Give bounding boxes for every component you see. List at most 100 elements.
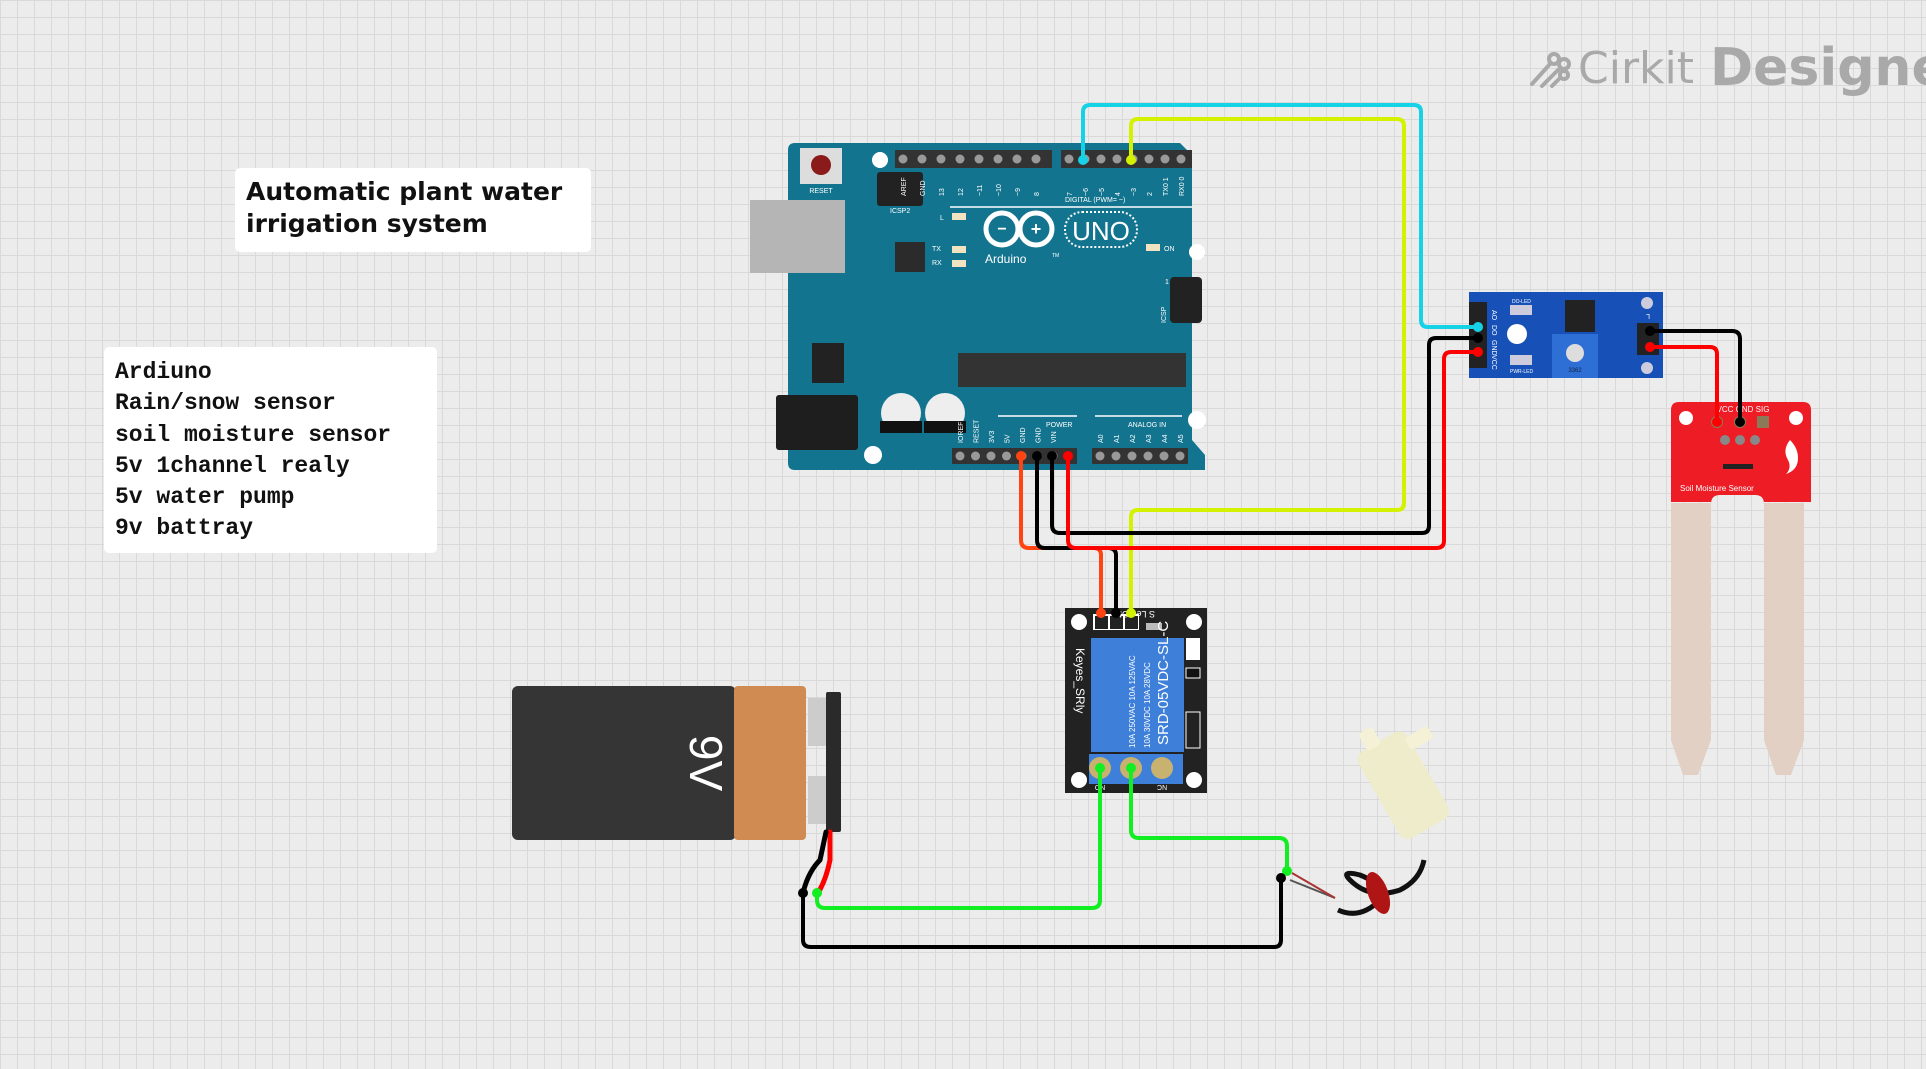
mount-hole <box>1679 411 1693 425</box>
wire-gnd-rain-gnd[interactable] <box>1050 336 1480 535</box>
pin-label: A5 <box>1178 434 1185 443</box>
header-pin[interactable] <box>1112 154 1122 164</box>
plus-glyph: + <box>1031 219 1042 239</box>
wire-relay-com-pump[interactable] <box>1129 766 1289 873</box>
pump-lead-black <box>1289 879 1336 899</box>
header-pin[interactable] <box>917 154 927 164</box>
wire-vin-rain-vcc[interactable] <box>1066 350 1480 550</box>
header-pin[interactable] <box>1159 451 1169 461</box>
endpoint <box>1735 417 1745 427</box>
rain-pin-label: VCC <box>1490 355 1497 370</box>
pwr-led-label: PWR-LED <box>1510 369 1533 375</box>
wire-probe-soil-gnd[interactable] <box>1648 329 1742 424</box>
led-rx <box>952 260 966 267</box>
header-pin[interactable] <box>955 451 965 461</box>
endpoint <box>1126 763 1136 773</box>
battery-label: 9V <box>680 735 732 792</box>
pin-label: GND <box>1036 427 1043 443</box>
header-pin[interactable] <box>971 451 980 461</box>
mount-hole <box>1186 614 1202 630</box>
mount-hole <box>1507 324 1527 344</box>
terminal-nc[interactable] <box>1151 757 1173 779</box>
title-text: Automatic plant water irrigation system <box>246 177 563 238</box>
header-pin[interactable] <box>1012 154 1022 164</box>
header-pin[interactable] <box>898 154 908 164</box>
endpoint <box>1111 608 1121 618</box>
relay-rating-1: 10A 250VAC 10A 125VAC <box>1128 655 1137 748</box>
pin <box>1125 616 1138 629</box>
header-pin[interactable] <box>1175 451 1185 461</box>
reset-label: RESET <box>809 188 833 195</box>
endpoint <box>1078 155 1088 165</box>
endpoint <box>1016 451 1026 461</box>
uno-badge <box>1064 211 1138 248</box>
mount-hole <box>1641 362 1653 374</box>
wire-d3-relay-s[interactable] <box>1129 117 1406 615</box>
header-pin[interactable] <box>1143 451 1153 461</box>
header-pin[interactable] <box>986 451 996 461</box>
pin-label: RESET <box>974 419 981 443</box>
mount-hole <box>1789 411 1803 425</box>
battery-9v[interactable]: 9V <box>512 686 841 840</box>
soil-moisture-sensor[interactable]: VCC GND SIG Soil Moisture Sensor <box>1671 402 1811 775</box>
header-pin[interactable] <box>1111 451 1121 461</box>
relay-led <box>1146 623 1162 630</box>
atmega-chip <box>958 353 1186 387</box>
header-pin[interactable] <box>974 154 984 164</box>
endpoint <box>1126 608 1136 618</box>
header-pin[interactable] <box>1160 154 1170 164</box>
circuit-nodes-icon <box>1530 52 1571 88</box>
icsp-label: ICSP <box>1161 306 1168 323</box>
header-pin[interactable] <box>955 154 965 164</box>
capacitor-band <box>924 421 966 433</box>
components-list-text: Ardiuno Rain/snow sensor soil moisture s… <box>115 359 392 542</box>
brand-name-bold: Designer <box>1710 38 1926 98</box>
digital-header-left <box>895 150 1052 168</box>
voltage-regulator <box>812 343 844 383</box>
header-pin[interactable] <box>1127 451 1137 461</box>
header-pin[interactable] <box>1064 154 1074 164</box>
wire-battery-relay-no[interactable] <box>815 766 1102 910</box>
pin <box>1110 616 1123 629</box>
pin-label: A0 <box>1098 434 1105 443</box>
header-pin[interactable] <box>1031 154 1041 164</box>
wire-probe-soil-vcc[interactable] <box>1648 345 1719 424</box>
endpoint <box>1032 451 1042 461</box>
mount-hole <box>1186 772 1202 788</box>
led-tx-label: TX <box>932 246 941 253</box>
pump-inlet <box>1358 727 1381 751</box>
header-pin[interactable] <box>1002 451 1011 461</box>
mount-hole <box>1071 614 1087 630</box>
pin-label: AREF <box>901 177 908 196</box>
arduino-uno[interactable]: RESET ICSP2 L TX RX − + UNO Arduino TM O… <box>750 143 1206 470</box>
header-pin[interactable] <box>1144 154 1154 164</box>
brand-name-light: Cirkit <box>1578 42 1694 94</box>
title-note[interactable]: Automatic plant water irrigation system <box>235 168 591 252</box>
endpoint <box>1276 873 1286 883</box>
pin-label: ~6 <box>1083 188 1090 196</box>
water-pump[interactable] <box>1289 702 1472 917</box>
header-pin[interactable] <box>1095 451 1105 461</box>
relay-rating-2: 10A 30VDC 10A 28VDC <box>1143 662 1152 748</box>
cable-tie <box>1365 872 1391 914</box>
pump-outlet <box>1405 726 1433 750</box>
wire-d6-do[interactable] <box>1081 103 1480 329</box>
led-tx <box>952 246 966 253</box>
header-pin[interactable] <box>1096 154 1106 164</box>
header-pin[interactable] <box>1176 154 1186 164</box>
battery-terminal <box>808 698 826 746</box>
probe-label: L <box>1646 312 1650 319</box>
usb-chip <box>895 242 925 272</box>
pot-label: 3362 <box>1568 368 1582 374</box>
components-note[interactable]: Ardiuno Rain/snow sensor soil moisture s… <box>104 347 437 553</box>
relay-module[interactable]: S Led ON SRD-05VDC-SL-C 10A 250VAC 10A 1… <box>1065 608 1207 793</box>
mount-hole <box>1071 772 1087 788</box>
arduino-infinity-logo <box>983 210 1055 248</box>
header-pin[interactable] <box>993 154 1003 164</box>
analog-label: ANALOG IN <box>1128 422 1166 429</box>
wire-battery-pump-gnd[interactable] <box>801 876 1283 949</box>
header-pin[interactable] <box>936 154 946 164</box>
endpoint <box>1096 608 1106 618</box>
